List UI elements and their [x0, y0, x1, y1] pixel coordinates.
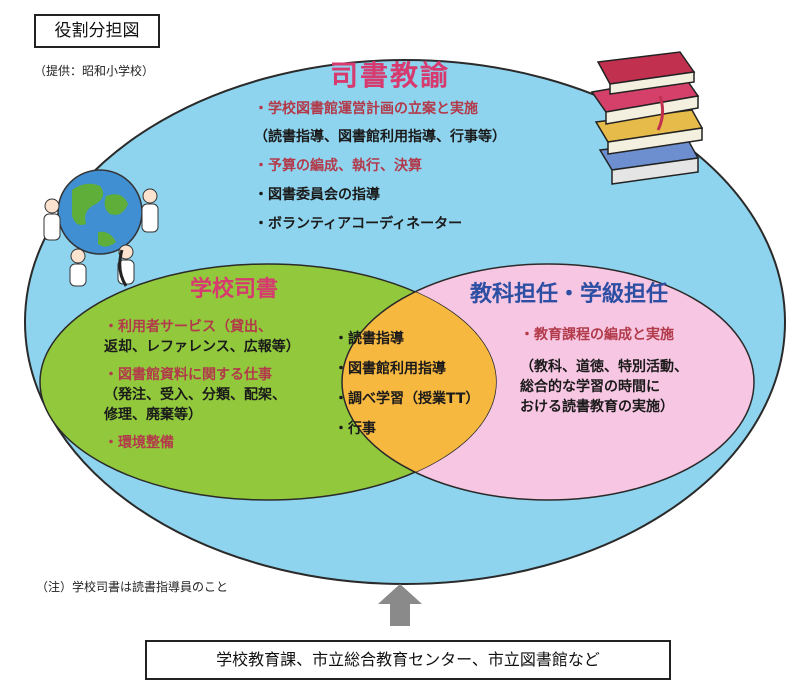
support-organizations-box: 学校教育課、市立総合教育センター、市立図書館など: [145, 640, 671, 680]
diagram-title: 役割分担図: [34, 14, 160, 48]
shared-item: ・図書館利用指導: [334, 361, 446, 377]
shared-item: ・読書指導: [334, 331, 404, 347]
librarian-teacher-item: ・図書委員会の指導: [254, 187, 380, 203]
book-stack-icon: [590, 51, 704, 185]
school-librarian-list: ・利用者サービス（貸出、返却、レファレンス、広報等） ・図書館資料に関する仕事 （発…: [104, 318, 300, 452]
school-librarian-item: ・利用者サービス（貸出、: [104, 319, 272, 335]
school-librarian-title: 学校司書: [190, 277, 279, 302]
globe-with-children-icon: [43, 169, 159, 287]
class-teacher-item: 総合的な学習の時間に: [520, 379, 660, 395]
class-teacher-item: （教科、道徳、特別活動、: [520, 359, 688, 375]
shared-duties-list: ・読書指導・図書館利用指導・調べ学習（授業TT） ・行事: [334, 330, 479, 450]
class-teacher-title: 教科担任・学級担任: [470, 282, 669, 307]
librarian-teacher-item: （読書指導、図書館利用指導、行事等）: [254, 129, 506, 145]
class-teacher-item: おける読書教育の実施）: [520, 399, 674, 415]
librarian-teacher-list: ・学校図書館運営計画の立案と実施 （読書指導、図書館利用指導、行事等） ・予算の編成…: [254, 100, 506, 233]
librarian-teacher-title: 司書教諭: [330, 59, 451, 92]
librarian-teacher-item: ・予算の編成、執行、決算: [254, 158, 422, 174]
source-caption: （提供：昭和小学校）: [34, 64, 155, 78]
note-text: （注）学校司書は読書指導員のこと: [36, 580, 229, 594]
class-teacher-list: ・教育課程の編成と実施 （教科、道徳、特別活動、総合的な学習の時間における読書教育…: [520, 326, 688, 416]
school-librarian-item: ・図書館資料に関する仕事: [104, 367, 272, 383]
up-arrow-icon: [378, 584, 422, 626]
school-librarian-item: 修理、廃棄等）: [104, 407, 202, 423]
school-librarian-item: ・環境整備: [104, 435, 174, 451]
school-librarian-item: 返却、レファレンス、広報等）: [104, 339, 300, 355]
librarian-teacher-item: ・ボランティアコーディネーター: [254, 216, 463, 232]
class-teacher-item: ・教育課程の編成と実施: [520, 327, 674, 343]
shared-item: ・行事: [334, 421, 376, 437]
shared-overlap-region: [342, 264, 496, 500]
librarian-teacher-item: ・学校図書館運営計画の立案と実施: [254, 101, 478, 117]
shared-item: ・調べ学習（授業TT）: [334, 391, 480, 407]
school-librarian-item: （発注、受入、分類、配架、: [104, 387, 286, 403]
